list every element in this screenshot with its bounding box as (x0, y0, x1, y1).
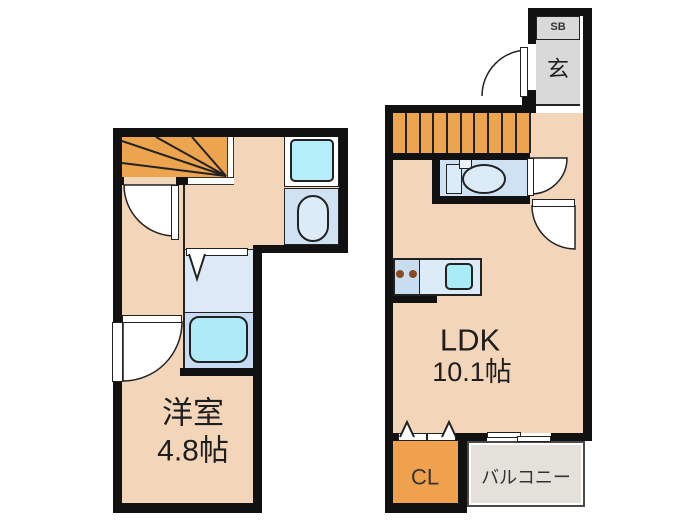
wall-kitchen-stub (385, 296, 437, 303)
bedroom-door-leaf (122, 315, 182, 323)
entrance-door-leaf (520, 47, 528, 97)
entrance-label: 玄 (546, 56, 570, 82)
hall-door-swing (123, 184, 176, 237)
wall-closet-balcony (458, 433, 467, 513)
stove-burner-1 (396, 270, 404, 278)
stove-burner-2 (409, 270, 417, 278)
bedroom-window (112, 322, 123, 382)
ldk-label: LDK (439, 322, 501, 358)
entrance-door-swing (481, 49, 528, 97)
wall (385, 105, 536, 113)
balcony-window-pane-2 (517, 436, 551, 442)
stairs-opening-bottom (188, 177, 234, 185)
toilet-bowl (462, 164, 506, 194)
bathtub (189, 316, 248, 363)
toilet-tank (446, 164, 462, 194)
stair-fan-lines (121, 136, 227, 177)
closet-label: CL (410, 464, 440, 490)
balcony-label: バルコニー (481, 467, 571, 488)
wall-ldk-bottom-right (551, 433, 592, 441)
washroom-folding-door-leaf (186, 248, 248, 256)
stairs-edge-line (529, 113, 531, 153)
balcony (467, 441, 585, 507)
wall (583, 8, 592, 441)
wall (339, 128, 348, 253)
wall (113, 503, 262, 513)
entrance-hall (536, 40, 580, 105)
closet-folding-caret-2 (441, 419, 457, 438)
wall-bath-bottom (180, 368, 262, 376)
wall-toilet-left (432, 160, 440, 204)
washing-machine-pan (290, 139, 334, 182)
entrance-step-line (536, 104, 580, 106)
shoebox-room (536, 16, 580, 40)
wall (528, 8, 536, 44)
hall-divider-wall (183, 185, 185, 368)
wall (253, 245, 262, 513)
toilet-door-leaf (527, 158, 534, 196)
western-room-label: 洋室 (162, 395, 224, 431)
ldk-door-leaf (532, 199, 575, 207)
shoebox-label: SB (550, 21, 566, 34)
wall-under-stairs-left (113, 177, 124, 185)
wall-under-stairs-right (176, 177, 188, 185)
western-room-size: 4.8帖 (157, 434, 229, 468)
balcony-window-pane-1 (487, 432, 521, 438)
wall-stairs-bottom (385, 153, 530, 160)
closet-folding-caret-1 (399, 419, 415, 438)
wall (385, 105, 393, 513)
bedroom-door-swing (122, 321, 183, 382)
wall (253, 245, 348, 253)
basin-bowl (297, 195, 329, 242)
wall-ldk-bottom-left (385, 433, 398, 441)
closet-room (393, 441, 458, 503)
ldk-door-swing (531, 205, 576, 250)
wall-ldk-bottom-mid (456, 433, 487, 441)
wall (528, 8, 592, 16)
wall (113, 128, 122, 513)
hall-door-leaf (171, 185, 179, 240)
ldk-size: 10.1帖 (432, 356, 512, 387)
wall-toilet-bottom (432, 196, 530, 204)
wall (385, 503, 467, 513)
toilet-door-swing (530, 157, 568, 195)
stair-tread-lines (405, 113, 517, 153)
kitchen-sink (445, 263, 473, 290)
wall-stairs-top-stub (227, 128, 235, 137)
stairs-opening-side (227, 137, 234, 177)
washroom-folding-caret (188, 253, 206, 283)
